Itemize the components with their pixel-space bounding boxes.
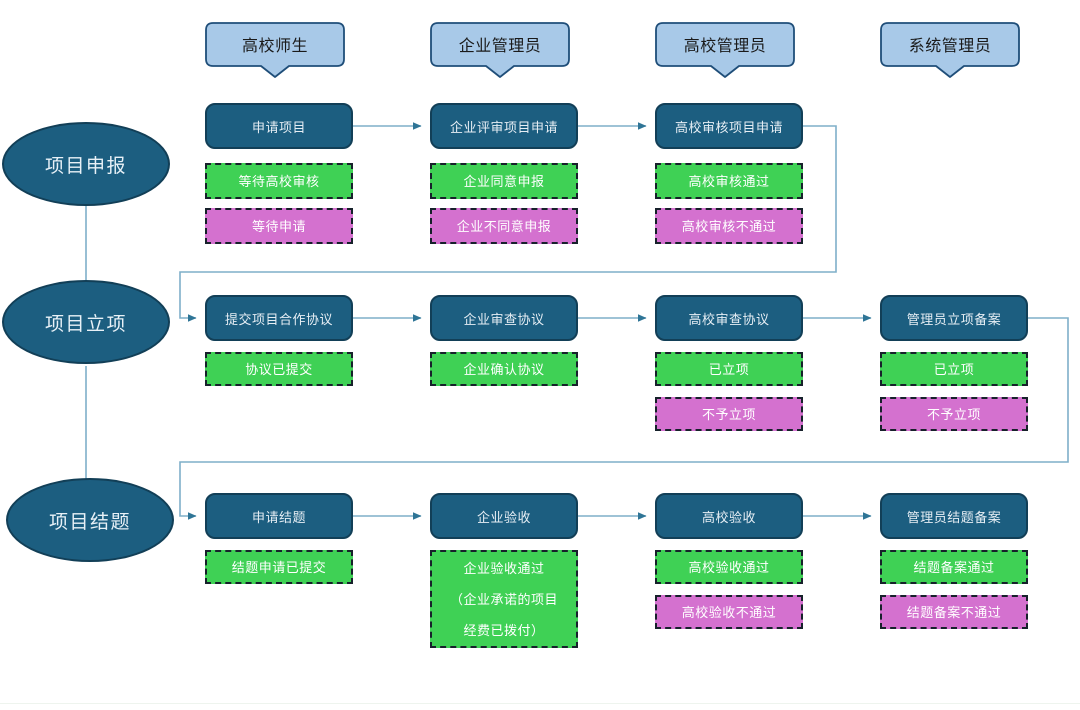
process-enterprise-check-agreement[interactable]: 企业审查协议 [430,295,578,341]
process-apply-conclusion[interactable]: 申请结题 [205,493,353,539]
status-label: 已立项 [708,361,750,377]
status-label: 等待高校审核 [238,173,320,189]
stage-label: 项目立项 [44,313,127,335]
status-label: 等待申请 [251,218,306,234]
process-university-check-agreement[interactable]: 高校审查协议 [655,295,803,341]
role-label: 高校管理员 [683,38,767,55]
process-label: 申请项目 [251,119,306,135]
status-label: 高校审核通过 [688,173,770,189]
role-callout-system-admin[interactable]: 系统管理员 [880,22,1020,78]
status-chip-pass[interactable]: 已立项 [880,352,1028,386]
role-callout-enterprise-admin[interactable]: 企业管理员 [430,22,570,78]
callout-shape-icon [205,22,345,78]
process-admin-record-conclusion[interactable]: 管理员结题备案 [880,493,1028,539]
role-label: 企业管理员 [458,38,542,55]
process-label: 管理员立项备案 [906,311,1002,327]
process-label: 高校审核项目申请 [674,119,783,135]
bottom-divider [0,703,1080,704]
status-chip-pass[interactable]: 高校验收通过 [655,550,803,584]
process-label: 管理员结题备案 [906,509,1002,525]
status-chip-pass[interactable]: 等待高校审核 [205,163,353,199]
status-label: 企业同意申报 [463,173,545,189]
process-university-audit-application[interactable]: 高校审核项目申请 [655,103,803,149]
callout-shape-icon [655,22,795,78]
stage-node-establish[interactable]: 项目立项 [2,280,170,364]
role-label: 系统管理员 [908,38,992,55]
status-chip-pass[interactable]: 高校审核通过 [655,163,803,199]
role-label: 高校师生 [241,38,308,55]
status-label: 企业不同意申报 [456,218,552,234]
process-admin-record-establish[interactable]: 管理员立项备案 [880,295,1028,341]
stage-node-declare[interactable]: 项目申报 [2,122,170,206]
status-chip-fail[interactable]: 不予立项 [880,397,1028,431]
status-chip-pass[interactable]: 已立项 [655,352,803,386]
callout-shape-icon [880,22,1020,78]
role-callout-teacher-student[interactable]: 高校师生 [205,22,345,78]
status-chip-pass[interactable]: 企业确认协议 [430,352,578,386]
stage-label: 项目结题 [48,511,131,533]
process-enterprise-acceptance[interactable]: 企业验收 [430,493,578,539]
role-callout-university-admin[interactable]: 高校管理员 [655,22,795,78]
status-label: 结题备案通过 [913,559,995,575]
process-label: 申请结题 [251,509,306,525]
status-label: 企业确认协议 [463,361,545,377]
status-chip-fail[interactable]: 结题备案不通过 [880,595,1028,629]
process-label: 高校验收 [701,509,756,525]
status-chip-fail[interactable]: 等待申请 [205,208,353,244]
process-submit-agreement[interactable]: 提交项目合作协议 [205,295,353,341]
status-label: 结题备案不通过 [906,604,1002,620]
process-enterprise-review-application[interactable]: 企业评审项目申请 [430,103,578,149]
status-chip-pass[interactable]: 企业验收通过 （企业承诺的项目 经费已拨付） [430,550,578,648]
stage-node-conclude[interactable]: 项目结题 [6,478,174,562]
status-label: 结题申请已提交 [231,559,327,575]
status-label: 协议已提交 [245,361,313,377]
status-chip-fail[interactable]: 高校验收不通过 [655,595,803,629]
status-label: 高校验收通过 [688,559,770,575]
process-university-acceptance[interactable]: 高校验收 [655,493,803,539]
process-label: 企业审查协议 [463,311,545,327]
status-label: 不予立项 [701,406,756,422]
status-label: 高校验收不通过 [681,604,777,620]
status-chip-fail[interactable]: 不予立项 [655,397,803,431]
status-label: 不予立项 [926,406,981,422]
process-label: 企业评审项目申请 [449,119,558,135]
stage-label: 项目申报 [44,155,127,177]
callout-shape-icon [430,22,570,78]
process-label: 提交项目合作协议 [224,311,333,327]
status-chip-pass[interactable]: 协议已提交 [205,352,353,386]
status-chip-pass[interactable]: 结题备案通过 [880,550,1028,584]
status-label: 企业验收通过 （企业承诺的项目 经费已拨付） [449,560,558,638]
status-label: 已立项 [933,361,975,377]
status-chip-fail[interactable]: 高校审核不通过 [655,208,803,244]
status-chip-fail[interactable]: 企业不同意申报 [430,208,578,244]
process-label: 企业验收 [476,509,531,525]
status-chip-pass[interactable]: 企业同意申报 [430,163,578,199]
process-apply-project[interactable]: 申请项目 [205,103,353,149]
process-label: 高校审查协议 [688,311,770,327]
status-chip-pass[interactable]: 结题申请已提交 [205,550,353,584]
status-label: 高校审核不通过 [681,218,777,234]
